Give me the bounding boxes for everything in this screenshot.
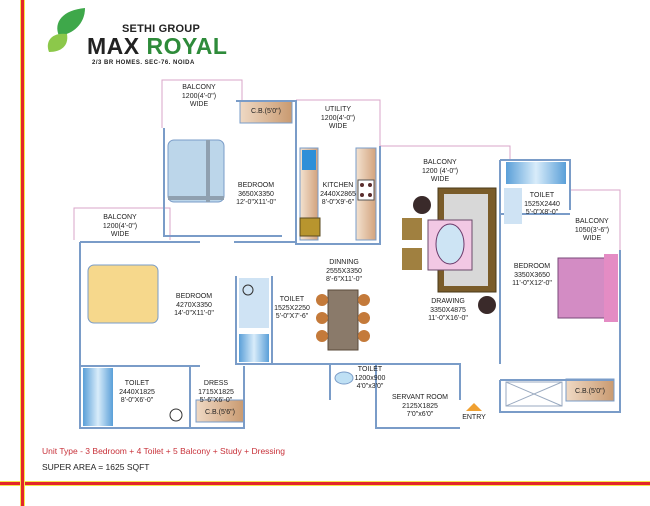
room-label-line: 11'-0"X12'-0"	[512, 280, 552, 287]
room-label-line: C.B.(5'6")	[205, 409, 235, 416]
room-label-line: 2440X2865	[320, 190, 356, 198]
walls	[79, 100, 621, 429]
room-label-line: WIDE	[328, 123, 348, 130]
room-label-line: 2125X1825	[402, 402, 438, 410]
room-label-line: BALCONY	[423, 159, 457, 166]
storage-cross	[505, 381, 563, 407]
kitchen-counter	[299, 147, 377, 241]
room-label-line: 5'-0"X8'-0"	[525, 209, 559, 216]
servant-toilet-fixture	[334, 371, 354, 385]
room-label-line: 4270X3350	[176, 301, 212, 309]
room-label-line: SERVANT ROOM	[391, 394, 449, 401]
room-label-line: TOILET	[124, 380, 150, 387]
room-label-line: 12'-0"X11'-0"	[236, 199, 276, 206]
room-label-line: 1200x900	[354, 374, 386, 382]
room-label-cb-right: C.B.(5'0")	[575, 388, 605, 397]
toilet-bottom-left-fixtures	[83, 368, 183, 426]
room-label-line: BALCONY	[103, 214, 137, 221]
bed-left	[87, 264, 159, 324]
room-label-line: 7'0"x6'0"	[406, 411, 434, 418]
room-label-line: BEDROOM	[175, 293, 213, 300]
logo: SETHI GROUP MAX ROYAL 2/3 BR HOMES. SEC-…	[45, 6, 245, 66]
room-label-line: 1200(4'-0")	[181, 92, 217, 100]
room-label-line: 3650X3350	[238, 190, 274, 198]
room-label-line: C.B.(5'0")	[575, 388, 605, 395]
super-area-text: SUPER AREA = 1625 SQFT	[42, 462, 150, 472]
leaf-icon	[47, 8, 85, 52]
room-label-line: BEDROOM	[513, 263, 551, 270]
room-label-cb-dress: C.B.(5'6")	[205, 409, 235, 418]
room-label-line: 3350X4875	[430, 306, 466, 314]
brand-name: MAX ROYAL	[87, 33, 228, 59]
unit-type-text: Unit Type - 3 Bedroom + 4 Toilet + 5 Bal…	[42, 446, 286, 456]
room-label-line: WIDE	[430, 176, 450, 183]
room-label-line: 2555X3350	[326, 267, 362, 275]
toilet-middle-fixtures	[239, 278, 269, 362]
room-label-line: 1525X2250	[274, 304, 310, 312]
room-label-line: 8'-0"X6'-0"	[120, 397, 154, 404]
room-label-line: 4'0"x3'0"	[356, 383, 384, 390]
tagline: 2/3 BR HOMES. SEC-76. NOIDA	[92, 60, 195, 66]
room-label-line: 5'-6"X6'-0"	[199, 397, 233, 404]
dining-table	[316, 289, 370, 351]
room-label-line: 11'-0"X16'-0"	[428, 315, 468, 322]
room-label-line: 1200(4'-0")	[102, 222, 138, 230]
room-label-line: 1715X1825	[198, 388, 234, 396]
room-label-line: WIDE	[189, 101, 209, 108]
room-label-line: TOILET	[357, 366, 383, 373]
room-label-line: 14'-0"X11'-0"	[174, 310, 214, 317]
room-label-line: 5'-0"X7'-6"	[275, 313, 309, 320]
room-label-line: C.B.(5'0")	[251, 108, 281, 115]
room-label-line: 1525X2440	[524, 200, 560, 208]
room-label-line: DINNING	[329, 259, 359, 266]
room-label-line: TOILET	[529, 192, 555, 199]
room-label-line: 1200(4'-0")	[320, 114, 356, 122]
room-label-line: WIDE	[110, 231, 130, 238]
room-label-line: BALCONY	[182, 84, 216, 91]
bed-top	[167, 139, 225, 203]
room-label-line: WIDE	[582, 235, 602, 242]
room-label-line: UTILITY	[324, 106, 352, 113]
room-label-line: ENTRY	[462, 414, 486, 421]
room-label-line: TOILET	[279, 296, 305, 303]
room-label-line: 3350X3650	[514, 271, 550, 279]
room-label-line: DRAWING	[431, 298, 465, 305]
room-label-line: DRESS	[203, 380, 229, 387]
border-line-horizontal	[0, 481, 650, 486]
room-label-line: BEDROOM	[237, 182, 275, 189]
group-name: SETHI GROUP	[122, 23, 200, 35]
room-label-line: 1050(3'-6")	[574, 226, 610, 234]
room-label-line: 2440X1825	[119, 388, 155, 396]
toilet-top-right-fixtures	[504, 162, 566, 224]
border-line-vertical	[20, 0, 25, 506]
room-label-line: 8'-0"X9'-6"	[321, 199, 355, 206]
drawing-furniture	[402, 187, 497, 314]
room-label-entry: ENTRY	[462, 414, 486, 423]
bed-right	[557, 254, 618, 322]
room-label-cb-top: C.B.(5'0")	[251, 108, 281, 117]
entry-arrow-icon	[466, 403, 482, 411]
room-label-line: KITCHEN	[322, 182, 354, 189]
room-label-line: BALCONY	[575, 218, 609, 225]
room-label-line: 1200 (4'-0")	[421, 167, 459, 175]
room-label-line: 8'-6"X11'-0"	[326, 276, 362, 283]
